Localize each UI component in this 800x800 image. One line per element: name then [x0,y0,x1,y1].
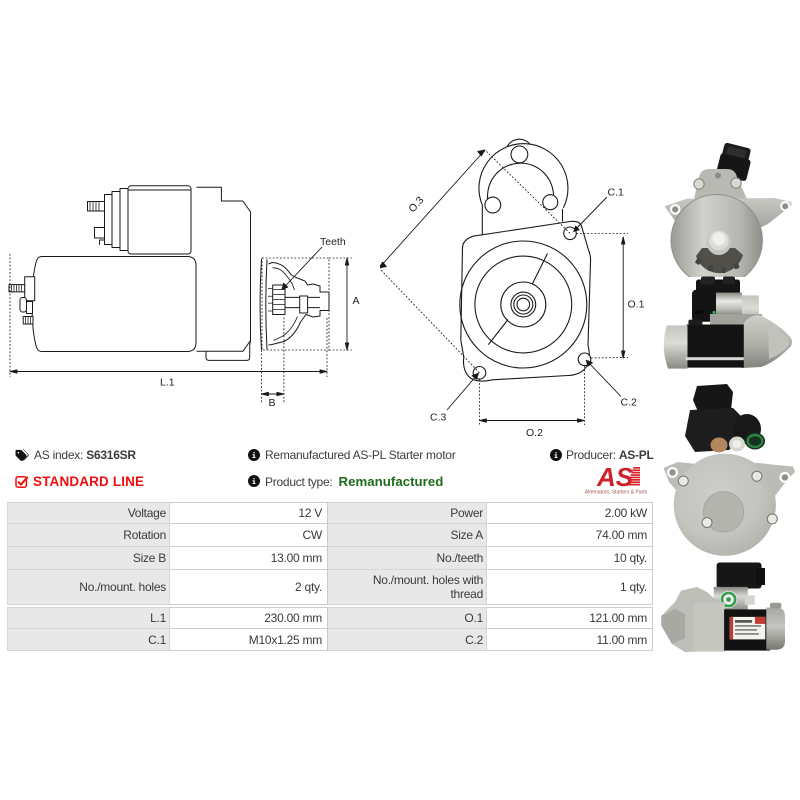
svg-text:C.1: C.1 [608,187,625,199]
svg-text:Alternators, Starters & Parts: Alternators, Starters & Parts [585,490,648,496]
svg-text:O.3: O.3 [406,194,426,215]
svg-text:O.2: O.2 [526,427,543,439]
svg-text:A: A [353,295,360,307]
svg-text:Teeth: Teeth [320,236,346,248]
svg-text:L.1: L.1 [160,377,175,389]
svg-text:O.1: O.1 [628,299,645,311]
svg-text:C.2: C.2 [621,397,638,409]
svg-text:B: B [269,397,276,409]
svg-text:C.3: C.3 [430,412,447,424]
svg-text:AS: AS [596,465,634,492]
